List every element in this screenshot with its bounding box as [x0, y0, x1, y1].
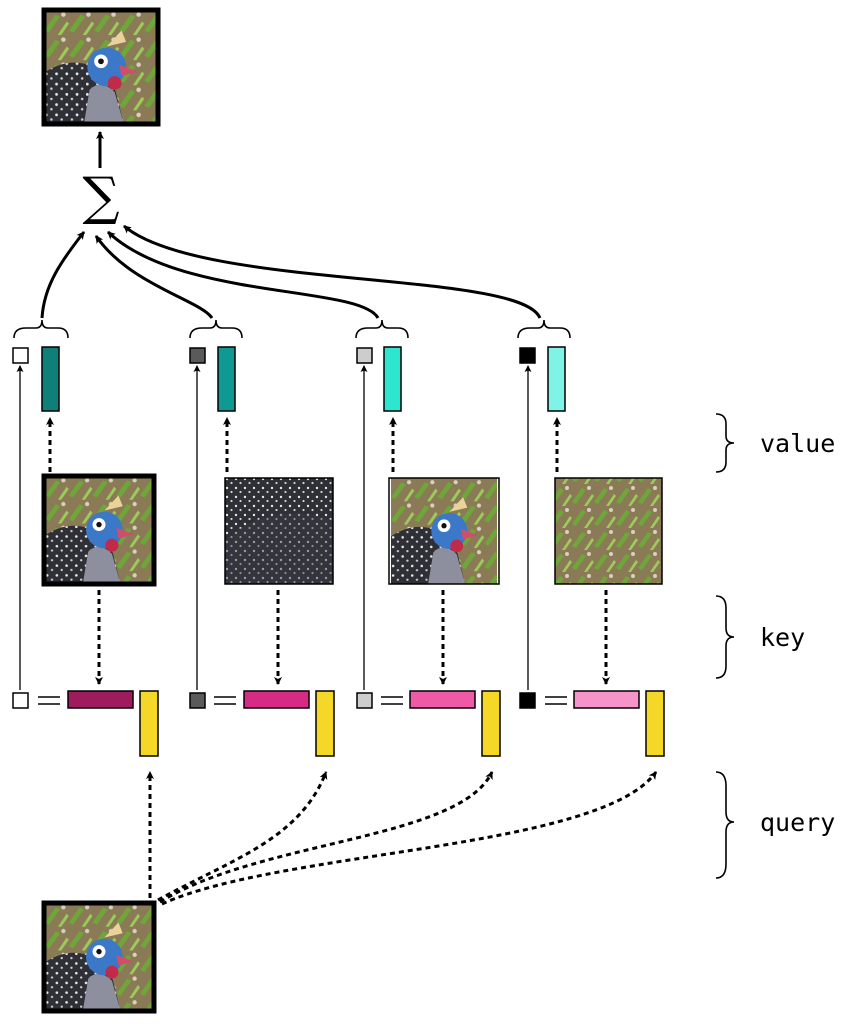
query-brace: [715, 771, 735, 879]
query-image: [41, 900, 157, 1014]
key-vector-2: [243, 690, 310, 709]
weight-box-top-4: [519, 347, 536, 364]
column-2: [189, 346, 335, 757]
query-vector-4: [645, 690, 665, 757]
weight-box-top-2: [189, 347, 206, 364]
query-vector-1: [139, 690, 159, 757]
value-vector-4: [547, 346, 566, 412]
weight-box-bottom-2: [189, 692, 206, 709]
patch-image-2: [224, 477, 334, 585]
value-vector-1: [41, 346, 60, 412]
value-vector-3: [383, 346, 402, 412]
weighted-value-braces: [13, 319, 571, 339]
column-4: [519, 346, 665, 757]
equals-sign-3: [381, 696, 403, 705]
value-to-sum-arrow-1: [40, 231, 86, 319]
key-vector-1: [67, 690, 134, 709]
small-brace-3: [355, 319, 409, 339]
value-brace: [715, 413, 735, 473]
value-to-sum-arrow-3: [106, 230, 380, 319]
weight-box-bottom-3: [356, 692, 373, 709]
weight-box-bottom-4: [519, 692, 536, 709]
value-label: value: [760, 429, 835, 458]
value-to-sum-arrow-2: [94, 235, 214, 319]
sum-input-arrows: [40, 224, 542, 319]
small-brace-4: [517, 319, 571, 339]
column-1: [12, 346, 159, 757]
key-label: key: [760, 623, 805, 652]
query-vector-2: [315, 690, 335, 757]
query-to-vector-arrow-4: [161, 771, 658, 906]
equals-sign-4: [545, 696, 567, 705]
equals-sign-1: [38, 696, 60, 705]
key-brace: [715, 595, 735, 679]
value-to-sum-arrow-4: [123, 224, 542, 319]
patch-image-3: [388, 477, 500, 585]
query-arrows: [146, 771, 658, 906]
sum-symbol: ∑: [82, 167, 119, 227]
output-image: [41, 7, 161, 127]
key-vector-3: [409, 690, 476, 709]
weight-box-bottom-1: [12, 692, 29, 709]
patch-image-4: [554, 477, 663, 585]
key-vector-4: [573, 690, 640, 709]
query-to-vector-arrow-3: [159, 771, 494, 904]
small-brace-1: [13, 319, 69, 339]
value-vector-2: [217, 346, 236, 412]
right-braces: [715, 413, 735, 879]
patch-image-1: [41, 473, 157, 587]
column-3: [356, 346, 501, 757]
small-brace-2: [189, 319, 243, 339]
weight-box-top-3: [356, 347, 373, 364]
query-to-vector-arrow-2: [157, 771, 328, 902]
query-vector-3: [481, 690, 501, 757]
weight-box-top-1: [12, 347, 29, 364]
equals-sign-2: [214, 696, 236, 705]
query-label: query: [760, 808, 835, 837]
